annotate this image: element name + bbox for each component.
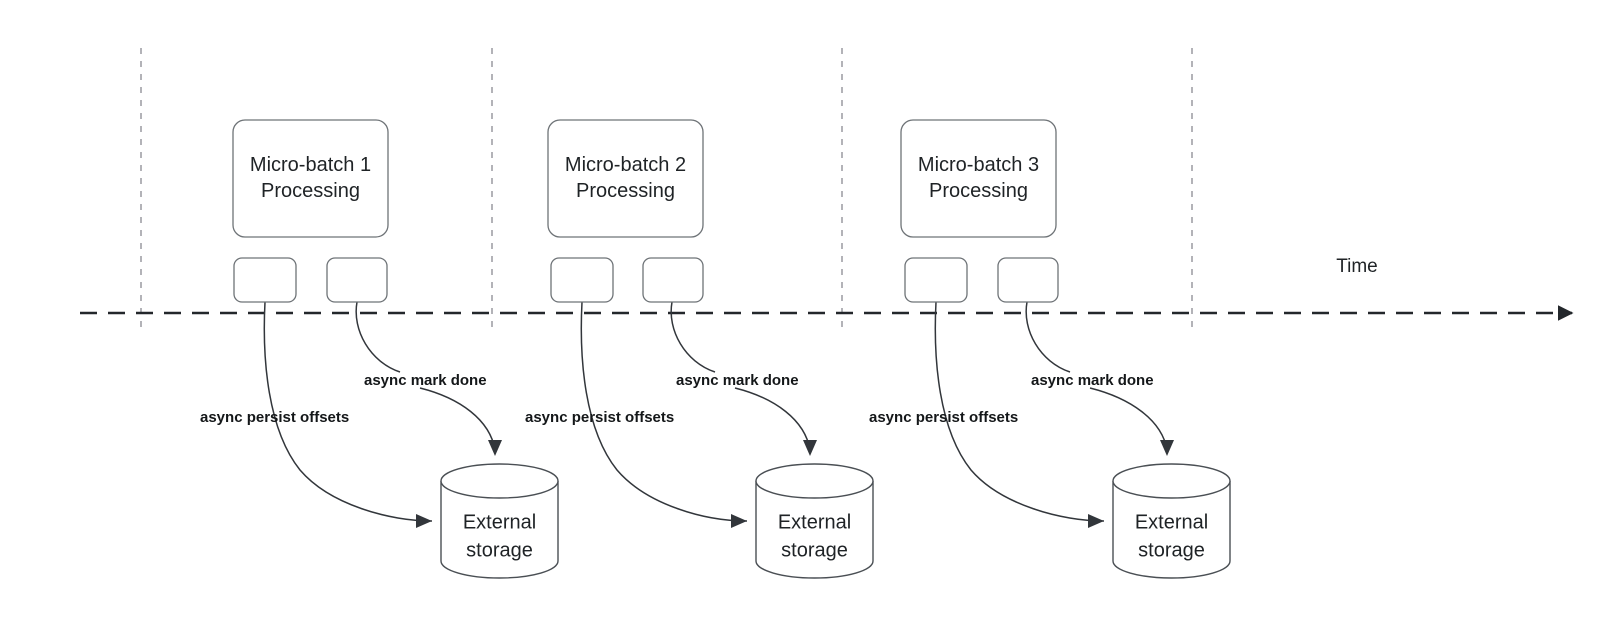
micro-batch-2-box[interactable] bbox=[547, 119, 704, 238]
async-mark-done-3-arrowhead bbox=[1160, 440, 1174, 456]
async-mark-done-2-arrowhead bbox=[803, 440, 817, 456]
micro-batch-3-label-line1: Micro-batch 3 bbox=[918, 154, 1039, 176]
micro-batch-3-label-line2: Processing bbox=[929, 180, 1028, 202]
micro-batch-3-storage-label-line1: External bbox=[1135, 511, 1208, 533]
micro-batch-3-box[interactable] bbox=[900, 119, 1057, 238]
async-persist-offsets-2-label: async persist offsets bbox=[525, 409, 674, 426]
async-persist-offsets-1-arrowhead bbox=[416, 514, 432, 528]
persist-offsets-task-1[interactable] bbox=[233, 257, 297, 303]
async-persist-offsets-3-arrowhead bbox=[1088, 514, 1104, 528]
mark-done-task-1[interactable] bbox=[326, 257, 388, 303]
edge-labels: async persist offsets async mark done asyn… bbox=[200, 372, 1154, 426]
persist-offsets-task-3[interactable] bbox=[904, 257, 968, 303]
micro-batch-2-storage-cylinder-top bbox=[755, 480, 874, 499]
async-persist-offsets-2-arrowhead bbox=[731, 514, 747, 528]
micro-batch-1-storage-cylinder-top bbox=[440, 480, 559, 499]
micro-batch-1-storage-label-line1: External bbox=[463, 511, 536, 533]
async-mark-done-1-arrowhead bbox=[488, 440, 502, 456]
async-persist-offsets-1-label: async persist offsets bbox=[200, 409, 349, 426]
micro-batch-2-storage-label-line1: External bbox=[778, 511, 851, 533]
micro-batch-2-storage-label-line2: storage bbox=[781, 539, 848, 561]
async-persist-offsets-3-label: async persist offsets bbox=[869, 409, 1018, 426]
async-persist-offsets-2-path bbox=[580, 301, 748, 522]
micro-batch-1-storage-label-line2: storage bbox=[466, 539, 533, 561]
mark-done-task-3[interactable] bbox=[997, 257, 1059, 303]
async-persist-offsets-1-path bbox=[263, 301, 433, 522]
micro-batch-1-label-line2: Processing bbox=[261, 180, 360, 202]
micro-batch-3-storage-cylinder-top bbox=[1112, 480, 1231, 499]
micro-batch-1-label-line1: Micro-batch 1 bbox=[250, 154, 371, 176]
async-mark-done-2-label: async mark done bbox=[676, 372, 799, 389]
micro-batch-3-storage-label-line2: storage bbox=[1138, 539, 1205, 561]
async-mark-done-1-label: async mark done bbox=[364, 372, 487, 389]
async-persist-offsets-3-path bbox=[934, 301, 1105, 522]
micro-batch-1-box[interactable] bbox=[232, 119, 389, 238]
async-mark-done-3-label: async mark done bbox=[1031, 372, 1154, 389]
micro-batch-2-label-line1: Micro-batch 2 bbox=[565, 154, 686, 176]
mark-done-task-2[interactable] bbox=[642, 257, 704, 303]
time-axis-label: Time bbox=[1336, 256, 1378, 277]
micro-batch-2-label-line2: Processing bbox=[576, 180, 675, 202]
flow-edges bbox=[263, 301, 1174, 528]
persist-offsets-task-2[interactable] bbox=[550, 257, 614, 303]
